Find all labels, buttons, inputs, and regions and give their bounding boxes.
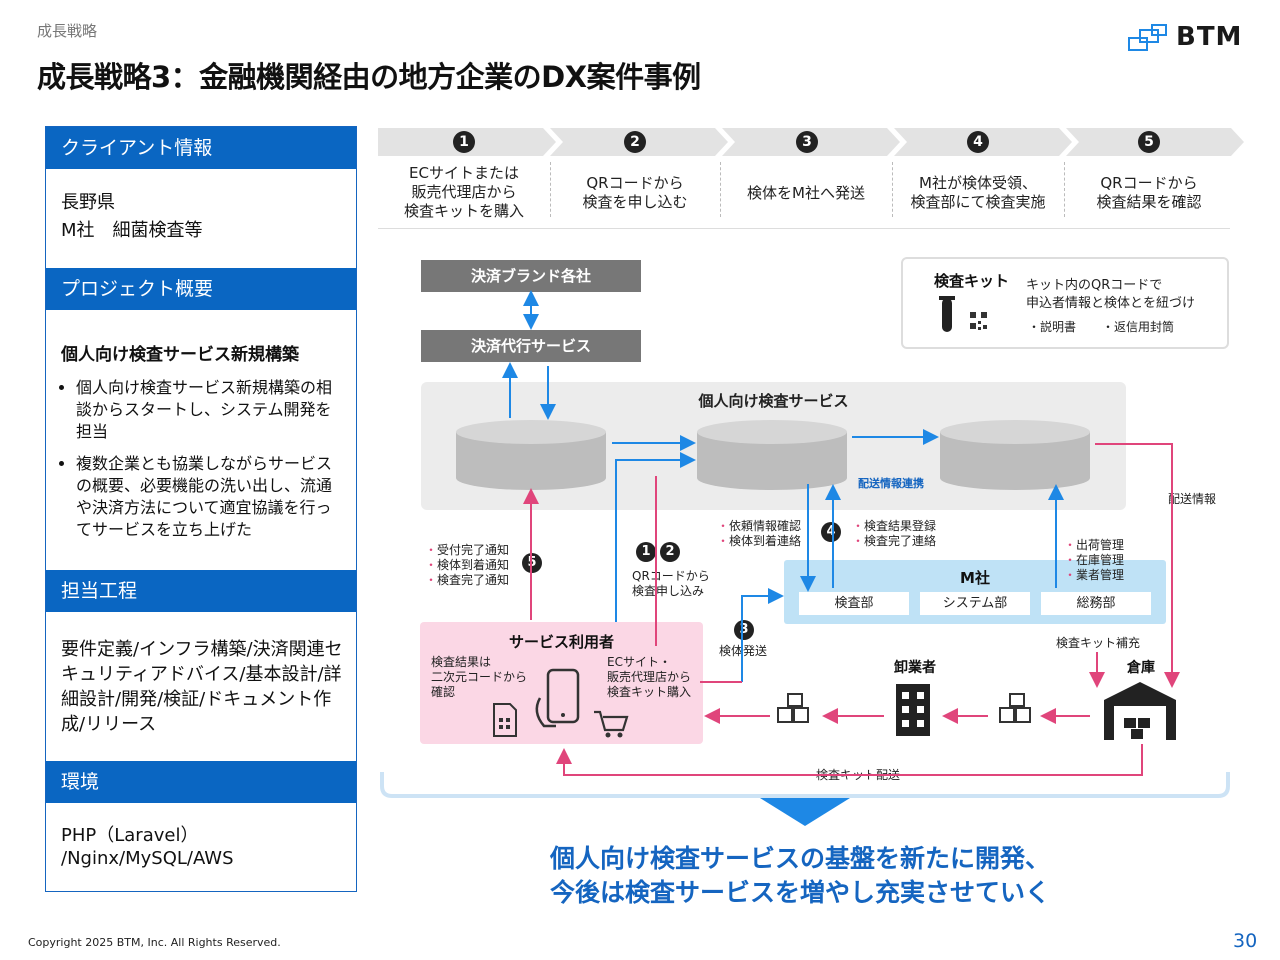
- qr-document-icon: [493, 703, 517, 737]
- process-body: 要件定義/インフラ構築/決済関連セキュリティアドバイス/基本設計/詳細設計/開発…: [61, 639, 343, 735]
- step-text-5: QRコードから 検査結果を確認: [1096, 174, 1202, 211]
- environment-body: PHP（Laravel） /Nginx/MySQL/AWS: [61, 824, 344, 870]
- smartphone-hand-icon: [535, 668, 580, 728]
- step-divider: [720, 162, 721, 217]
- process-heading: 担当工程: [46, 570, 356, 612]
- reception-system-label: 受付/検査結果 管理システム: [727, 443, 817, 476]
- env-line: /Nginx/MySQL/AWS: [61, 848, 234, 869]
- btm-logo-icon: [1128, 24, 1167, 51]
- service-title: 個人向け検査サービス: [698, 392, 849, 410]
- project-bullet: 個人向け検査サービス新規構築の相談からスタートし、システム開発を担当: [76, 377, 344, 443]
- client-info-body: 長野県 M社 細菌検査等: [61, 189, 344, 245]
- user-icons: [493, 668, 629, 738]
- step-text-3: 検体をM社へ発送: [747, 184, 865, 202]
- step-number-4: 4: [967, 131, 989, 153]
- shipping-notes: ・出荷管理 ・在庫管理 ・業者管理: [1064, 538, 1125, 582]
- wholesaler-label: 卸業者: [894, 660, 936, 676]
- package-icon: [777, 693, 1031, 723]
- env-line: PHP（Laravel）: [61, 825, 199, 846]
- client-location: 長野県: [61, 192, 115, 213]
- warehouse-system-label: 倉庫/配送/在庫 管理システム: [968, 443, 1062, 476]
- test-kit-desc: キット内のQRコードで 申込者情報と検体とを紐づけ: [1026, 278, 1196, 311]
- badge-step-3: 3: [734, 620, 754, 640]
- step-number-5: 5: [1138, 131, 1160, 153]
- test-kit-item: ・返信用封筒: [1102, 320, 1175, 334]
- specimen-ship-label: 検体発送: [719, 644, 768, 658]
- test-kit-box: [901, 257, 1229, 349]
- warehouse-label: 倉庫: [1127, 660, 1155, 676]
- conclusion-line: 今後は検査サービスを増やし充実させていく: [549, 878, 1050, 907]
- test-tube-qr-icon: [939, 296, 987, 332]
- dept-inspection: 検査部: [799, 592, 909, 615]
- step-number-2: 2: [624, 131, 646, 153]
- ec-site-label: ECサイト: [500, 453, 562, 469]
- page-title: 成長戦略3：金融機関経由の地方企業のDX案件事例: [37, 60, 701, 94]
- kit-refill-label: 検査キット補充: [1056, 636, 1141, 650]
- logo-text: BTM: [1176, 22, 1243, 52]
- user-result-note: 検査結果は 二次元コードから 確認: [431, 655, 528, 699]
- section-label: 成長戦略: [37, 22, 98, 40]
- badge-step-5: 5: [522, 553, 542, 573]
- step-underline: [378, 228, 1230, 229]
- conclusion-line: 個人向け検査サービスの基盤を新たに開発、: [549, 844, 1050, 873]
- delivery-info-label: 配送情報: [1168, 492, 1217, 506]
- kit-delivery-label: 検査キット配送: [813, 768, 904, 783]
- left-panel: クライアント情報 長野県 M社 細菌検査等 プロジェクト概要 個人向け検査サービ…: [45, 126, 357, 892]
- down-chevron-icon: [760, 798, 850, 826]
- user-notification-notes: ・受付完了通知 ・検体到着通知 ・検査完了通知: [425, 543, 510, 587]
- user-buy-note: ECサイト・ 販売代理店から 検査キット購入: [607, 655, 692, 699]
- result-notes: ・検査結果登録 ・検査完了連絡: [852, 519, 937, 548]
- test-kit-title: 検査キット: [934, 272, 1010, 290]
- m-company-title: M社: [960, 569, 990, 587]
- page-number: 30: [1233, 930, 1258, 952]
- service-user-title: サービス利用者: [508, 633, 614, 651]
- client-info-heading: クライアント情報: [46, 127, 356, 169]
- copyright: Copyright 2025 BTM, Inc. All Rights Rese…: [28, 936, 281, 949]
- step-number-1: 1: [453, 131, 475, 153]
- environment-heading: 環境: [46, 761, 356, 803]
- step-text-1: ECサイトまたは 販売代理店から 検査キットを購入: [403, 164, 524, 220]
- badge-step-1: 1: [636, 542, 656, 562]
- step-divider: [892, 162, 893, 217]
- project-overview-heading: プロジェクト概要: [46, 268, 356, 310]
- warehouse-icon: [1104, 682, 1176, 740]
- test-kit-item: ・説明書: [1028, 320, 1077, 334]
- step-divider: [550, 162, 551, 217]
- payment-brands-box: 決済ブランド各社: [421, 260, 641, 292]
- badge-step-2: 2: [660, 542, 680, 562]
- wholesaler-building-icon: [896, 684, 930, 736]
- delivery-link-label: 配送情報連携: [858, 477, 924, 490]
- step-divider: [1064, 162, 1065, 217]
- project-overview-body: 個人向け検査サービス新規構築 個人向け検査サービス新規構築の相談からスタートし、…: [61, 341, 344, 551]
- step-number-3: 3: [796, 131, 818, 153]
- project-bullet: 複数企業とも協業しながらサービスの概要、必要機能の洗い出し、流通や決済方法につい…: [76, 453, 344, 541]
- badge-step-4: 4: [821, 522, 841, 542]
- client-company: M社 細菌検査等: [61, 220, 203, 241]
- dept-system: システム部: [920, 592, 1030, 615]
- conclusion: 個人向け検査サービスの基盤を新たに開発、 今後は検査サービスを増やし充実させてい…: [420, 842, 1180, 910]
- step-text-4: M社が検体受領、 検査部にて検査実施: [910, 174, 1046, 211]
- project-subtitle: 個人向け検査サービス新規構築: [61, 345, 299, 365]
- step-text-2: QRコードから 検査を申し込む: [582, 174, 688, 211]
- request-notes: ・依頼情報確認 ・検体到着連絡: [717, 519, 802, 548]
- payment-agency-box: 決済代行サービス: [421, 330, 641, 362]
- shopping-cart-icon: [594, 710, 629, 738]
- qr-apply-label: QRコードから 検査申し込み: [632, 569, 710, 598]
- dept-general: 総務部: [1041, 592, 1151, 615]
